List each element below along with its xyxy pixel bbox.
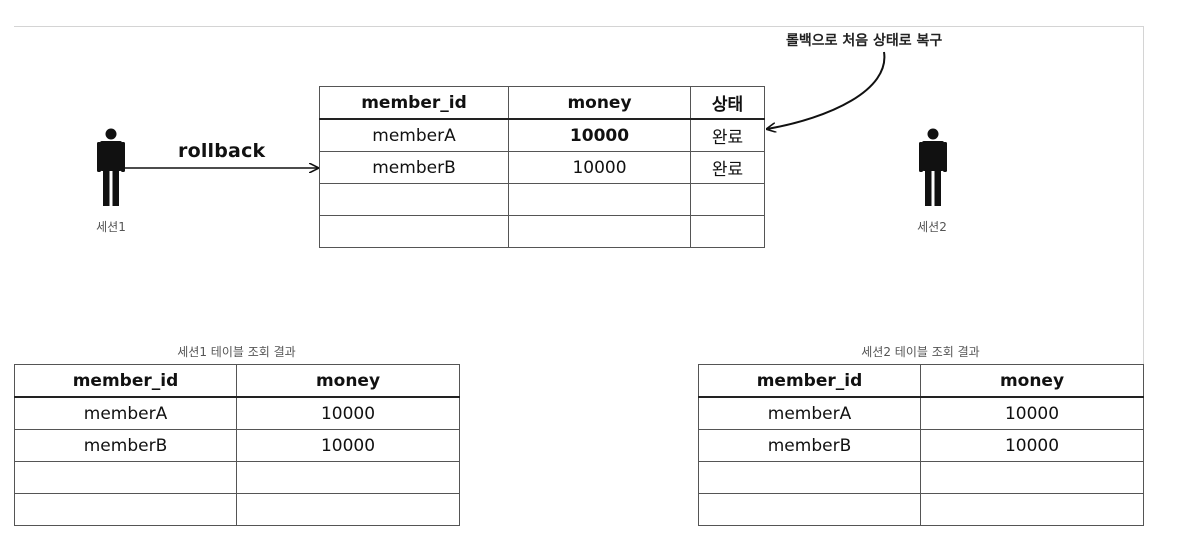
table-cell: memberB — [698, 429, 921, 462]
session1-label: 세션1 — [96, 220, 126, 234]
session2-result-header: member_id money — [698, 364, 1144, 398]
table-cell — [508, 183, 691, 216]
column-header-money: money — [508, 86, 691, 120]
note-arrow — [767, 51, 886, 129]
session1-result-caption: 세션1 테이블 조회 결과 — [177, 345, 296, 359]
table-cell — [690, 215, 765, 248]
table-row — [14, 461, 460, 494]
table-cell: 10000 — [920, 429, 1144, 462]
column-header-member-id: member_id — [14, 364, 237, 398]
table-row: memberA 10000 — [14, 396, 460, 430]
session2-result-caption: 세션2 테이블 조회 결과 — [861, 345, 980, 359]
table-cell — [508, 215, 691, 248]
session2-person-icon — [918, 128, 948, 208]
diagram-frame — [14, 26, 1144, 526]
session1-person-icon — [96, 128, 126, 208]
session1-result-header: member_id money — [14, 364, 460, 398]
table-cell — [319, 183, 509, 216]
session2-label: 세션2 — [917, 220, 947, 234]
table-cell — [698, 461, 921, 494]
note-label: 롤백으로 처음 상태로 복구 — [786, 33, 943, 49]
table-cell — [319, 215, 509, 248]
table-cell — [236, 493, 460, 526]
table-cell — [690, 183, 765, 216]
column-header-money: money — [920, 364, 1144, 398]
table-cell: 10000 — [508, 151, 691, 184]
table-cell — [14, 493, 237, 526]
table-cell — [698, 493, 921, 526]
column-header-money: money — [236, 364, 460, 398]
table-row — [698, 461, 1144, 494]
rollback-label: rollback — [178, 140, 266, 162]
table-cell: 10000 — [236, 429, 460, 462]
db-table-header: member_id money 상태 — [319, 86, 765, 120]
table-cell: memberA — [14, 396, 237, 430]
table-cell: 완료 — [690, 118, 765, 152]
table-row: memberB 10000 완료 — [319, 151, 765, 184]
table-cell — [920, 461, 1144, 494]
table-cell — [920, 493, 1144, 526]
table-cell: memberB — [14, 429, 237, 462]
table-cell — [236, 461, 460, 494]
session1-result-table: member_id money memberA 10000 memberB 10… — [14, 364, 460, 526]
table-row: memberA 10000 — [698, 396, 1144, 430]
session2-result-table: member_id money memberA 10000 memberB 10… — [698, 364, 1144, 526]
table-row — [319, 183, 765, 216]
table-cell: memberA — [698, 396, 921, 430]
table-cell: memberA — [319, 118, 509, 152]
table-row — [14, 493, 460, 526]
table-row: memberB 10000 — [698, 429, 1144, 462]
column-header-status: 상태 — [690, 86, 765, 120]
table-row — [698, 493, 1144, 526]
table-cell: 완료 — [690, 151, 765, 184]
table-row: memberB 10000 — [14, 429, 460, 462]
table-row: memberA 10000 완료 — [319, 118, 765, 152]
table-cell — [14, 461, 237, 494]
table-cell: 10000 — [508, 118, 691, 152]
table-cell: 10000 — [236, 396, 460, 430]
table-row — [319, 215, 765, 248]
column-header-member-id: member_id — [698, 364, 921, 398]
column-header-member-id: member_id — [319, 86, 509, 120]
db-table: member_id money 상태 memberA 10000 완료 memb… — [319, 86, 765, 248]
table-cell: memberB — [319, 151, 509, 184]
table-cell: 10000 — [920, 396, 1144, 430]
